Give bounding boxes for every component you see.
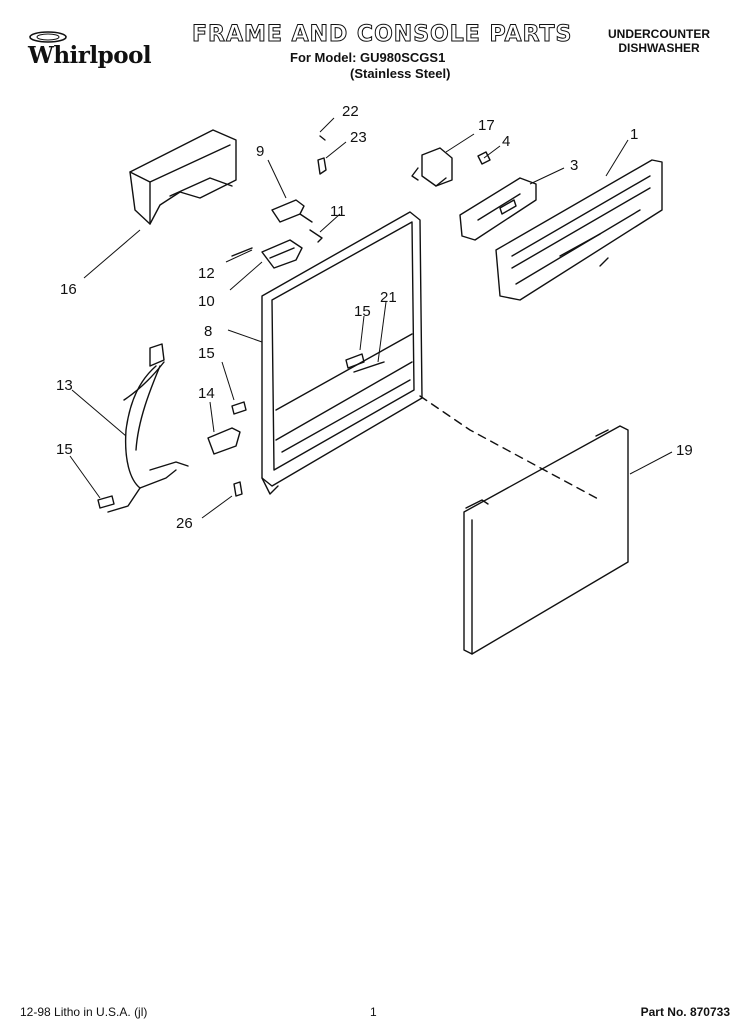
page-number: 1 bbox=[370, 1005, 377, 1019]
part-door-latch bbox=[271, 199, 313, 223]
page-title: FRAME AND CONSOLE PARTS bbox=[192, 22, 573, 48]
model-line: For Model: GU980SCGS1 bbox=[290, 50, 446, 65]
callout-3: 3 bbox=[570, 157, 578, 174]
part-outer-door-panel bbox=[463, 425, 629, 655]
appliance-type: UNDERCOUNTER DISHWASHER bbox=[608, 27, 710, 55]
part-pin-12 bbox=[231, 247, 253, 257]
part-clip-26 bbox=[233, 481, 243, 497]
callout-12: 12 bbox=[198, 265, 215, 282]
callout-10: 10 bbox=[198, 293, 215, 310]
part-console bbox=[495, 159, 663, 301]
callout-15-bottom: 15 bbox=[56, 441, 73, 458]
callout-23: 23 bbox=[350, 129, 367, 146]
appliance-type-line2: DISHWASHER bbox=[618, 41, 700, 55]
logo-swoosh-icon bbox=[29, 31, 67, 43]
leader-lines bbox=[69, 117, 673, 519]
callout-16: 16 bbox=[60, 281, 77, 298]
callout-14: 14 bbox=[198, 385, 215, 402]
callout-22: 22 bbox=[342, 103, 359, 120]
callout-1: 1 bbox=[630, 126, 638, 143]
part-screw-15-left bbox=[231, 401, 247, 415]
part-21 bbox=[353, 361, 385, 373]
part-control-panel bbox=[459, 177, 537, 241]
part-screw-15-bottom bbox=[97, 495, 115, 509]
callout-4: 4 bbox=[502, 133, 510, 150]
part-top-shield bbox=[129, 129, 237, 225]
part-clip-22 bbox=[319, 135, 326, 141]
appliance-type-line1: UNDERCOUNTER bbox=[608, 27, 710, 41]
finish-line: (Stainless Steel) bbox=[350, 66, 451, 81]
callout-11: 11 bbox=[330, 203, 346, 220]
part-clip-4 bbox=[477, 151, 491, 165]
callout-17: 17 bbox=[478, 117, 495, 134]
part-clip-23 bbox=[317, 157, 327, 175]
footer-print-info: 12-98 Litho in U.S.A. (jl) bbox=[20, 1005, 148, 1019]
assembly-line bbox=[419, 395, 601, 501]
part-door-frame bbox=[261, 211, 423, 495]
brand-name: Whirlpool bbox=[28, 42, 152, 69]
whirlpool-logo: Whirlpool bbox=[28, 30, 158, 76]
part-screw-15-inner bbox=[345, 353, 365, 369]
callout-8: 8 bbox=[204, 323, 212, 340]
callout-26: 26 bbox=[176, 515, 193, 532]
callout-13: 13 bbox=[56, 377, 73, 394]
part-wire-harness bbox=[107, 343, 189, 513]
callout-labels: 1 3 4 8 9 10 11 12 13 14 15 15 15 16 17 … bbox=[56, 103, 693, 532]
callout-9: 9 bbox=[256, 143, 264, 160]
callout-21: 21 bbox=[380, 289, 397, 306]
callout-19: 19 bbox=[676, 442, 693, 459]
callout-15-inner: 15 bbox=[354, 303, 371, 320]
part-switch-14 bbox=[207, 427, 241, 455]
part-strike-11 bbox=[309, 229, 323, 243]
part-number: Part No. 870733 bbox=[640, 1005, 730, 1019]
part-latch-housing bbox=[261, 239, 303, 269]
part-switch-assembly bbox=[411, 147, 453, 187]
callout-15-left: 15 bbox=[198, 345, 215, 362]
